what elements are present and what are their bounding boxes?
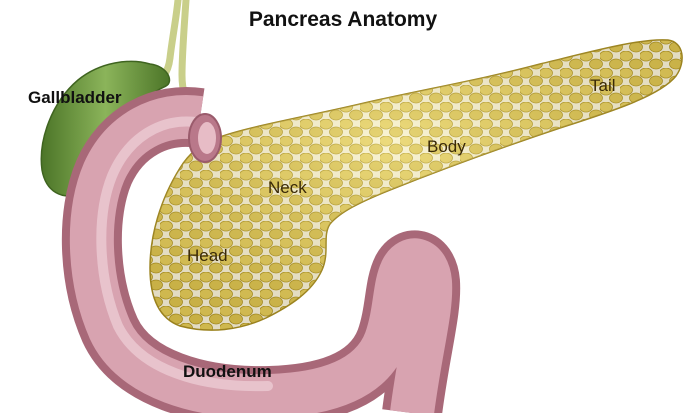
label-tail: Tail (590, 76, 616, 96)
duodenum-opening-lumen (198, 122, 216, 154)
diagram-title: Pancreas Anatomy (0, 8, 686, 32)
label-neck: Neck (268, 178, 307, 198)
label-gallbladder: Gallbladder (28, 88, 122, 108)
label-body: Body (427, 137, 466, 157)
label-head: Head (187, 246, 228, 266)
label-duodenum: Duodenum (183, 362, 272, 382)
